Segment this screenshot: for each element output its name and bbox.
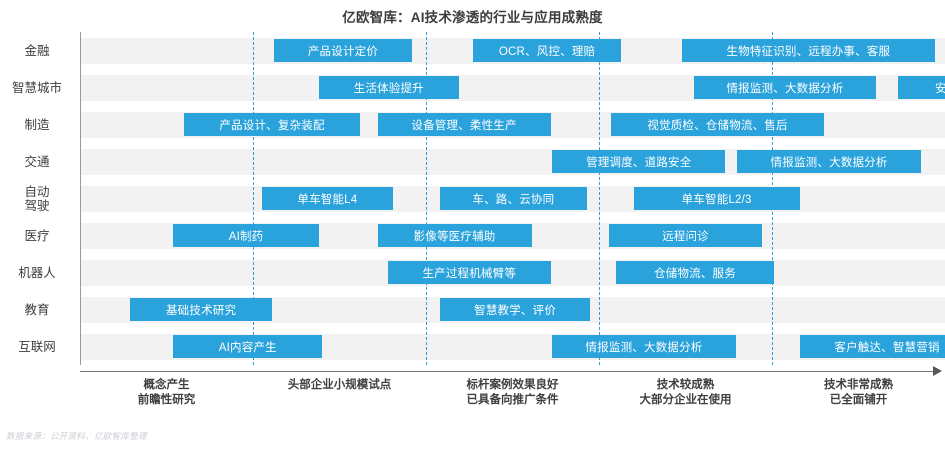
bar-智慧城市-1[interactable]: 生活体验提升 [318,76,459,99]
bar-制造-2[interactable]: 设备管理、柔性生产 [377,113,551,136]
row-label-金融: 金融 [0,44,74,58]
bar-交通-1[interactable]: 管理调度、道路安全 [552,150,726,173]
row-label-line: 自动 [24,184,50,199]
stage-label-5: 技术非常成熟已全面铺开 [769,378,945,408]
row-label-交通: 交通 [0,155,74,169]
stage-label-line: 头部企业小规模试点 [287,379,392,391]
bar-互联网-3[interactable]: 客户触达、智慧营销 [799,335,945,358]
bar-自动驾驶-1[interactable]: 单车智能L4 [261,187,394,210]
source-note: 数据来源：公开资料、亿欧智库整理 [6,431,147,441]
gridline-2 [426,32,427,365]
footer-divider [0,427,945,428]
bar-自动驾驶-2[interactable]: 车、路、云协同 [439,187,587,210]
bar-金融-2[interactable]: OCR、风控、理赔 [472,39,622,62]
bar-互联网-1[interactable]: AI内容产生 [173,335,323,358]
row-label-制造: 制造 [0,118,74,132]
row-label-line: 金融 [24,43,50,58]
row-label-自动驾驶: 自动驾驶 [0,185,74,213]
stage-label-1: 概念产生前瞻性研究 [77,378,257,408]
gridline-1 [253,32,254,365]
row-label-教育: 教育 [0,303,74,317]
row-label-机器人: 机器人 [0,266,74,280]
bar-自动驾驶-3[interactable]: 单车智能L2/3 [633,187,800,210]
bar-教育-2[interactable]: 智慧教学、评价 [439,298,591,321]
stage-label-line: 大部分企业在使用 [639,394,732,406]
stage-label-line: 已全面铺开 [829,394,888,406]
row-label-line: 制造 [24,117,50,132]
bar-机器人-2[interactable]: 仓储物流、服务 [616,261,774,284]
stage-label-line: 概念产生 [143,379,190,391]
row-label-智慧城市: 智慧城市 [0,81,74,95]
bar-金融-1[interactable]: 产品设计定价 [273,39,413,62]
stage-label-2: 头部企业小规模试点 [250,378,430,393]
bar-金融-3[interactable]: 生物特征识别、远程办事、客服 [682,39,935,62]
bar-智慧城市-2[interactable]: 情报监测、大数据分析 [694,76,876,99]
row-label-line: 互联网 [18,339,56,354]
bar-医疗-2[interactable]: 影像等医疗辅助 [377,224,532,247]
row-label-line: 智慧城市 [11,80,62,95]
bar-交通-2[interactable]: 情报监测、大数据分析 [737,150,921,173]
stage-label-line: 已具备向推广条件 [466,394,559,406]
stage-label-line: 前瞻性研究 [137,394,196,406]
bar-教育-1[interactable]: 基础技术研究 [130,298,273,321]
bar-制造-1[interactable]: 产品设计、复杂装配 [183,113,361,136]
stage-label-3: 标杆案例效果良好已具备向推广条件 [423,378,603,408]
bar-互联网-2[interactable]: 情报监测、大数据分析 [552,335,736,358]
bar-医疗-3[interactable]: 远程问诊 [609,224,762,247]
row-label-line: 机器人 [18,265,56,280]
row-label-line: 医疗 [24,228,50,243]
x-axis-line [80,371,935,372]
stage-label-line: 技术较成熟 [656,379,715,391]
stage-label-line: 标杆案例效果良好 [466,379,559,391]
row-label-医疗: 医疗 [0,229,74,243]
x-axis-arrow-icon [933,366,942,376]
gridline-3 [599,32,600,365]
row-label-line: 交通 [24,154,50,169]
y-axis-line [80,32,81,365]
row-label-line: 驾驶 [24,198,50,213]
stage-label-line: 技术非常成熟 [824,379,893,391]
stage-label-4: 技术较成熟大部分企业在使用 [596,378,776,408]
bar-制造-3[interactable]: 视觉质检、仓储物流、售后 [611,113,824,136]
bar-智慧城市-3[interactable]: 安防 [898,76,945,99]
bar-医疗-1[interactable]: AI制药 [173,224,319,247]
bar-机器人-1[interactable]: 生产过程机械臂等 [387,261,551,284]
row-label-互联网: 互联网 [0,340,74,354]
chart-title: 亿欧智库：AI技术渗透的行业与应用成熟度 [342,10,603,25]
row-label-line: 教育 [24,302,50,317]
